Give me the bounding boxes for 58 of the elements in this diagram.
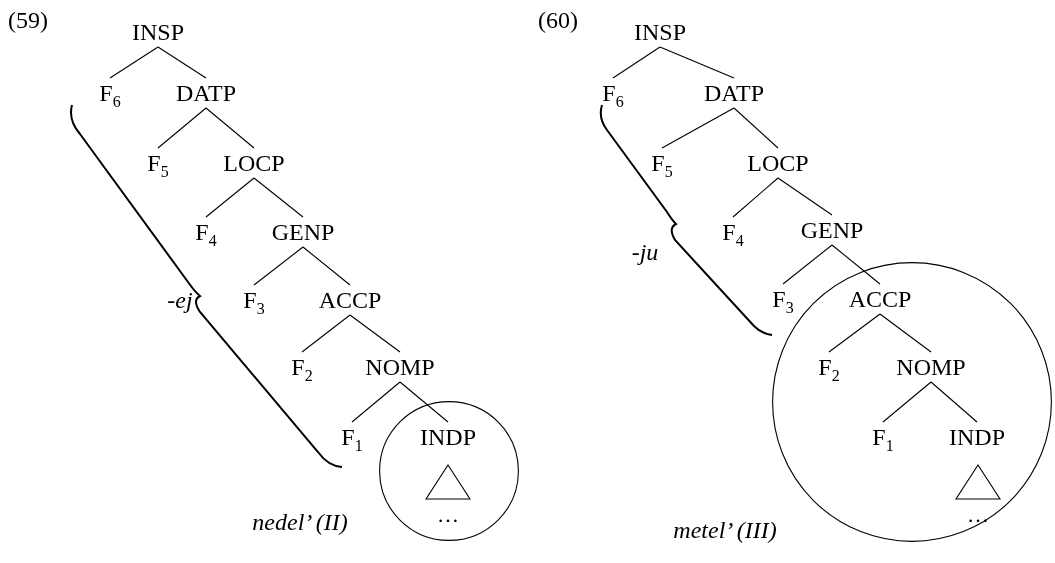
tree-node-label: F$_{5}$: [121, 148, 195, 178]
tree-branch-line: [399, 381, 449, 423]
tree-node-label: F$_{2}$: [265, 352, 339, 382]
tree-node-label: INSP: [623, 17, 697, 47]
ellipsis-text: …: [966, 504, 990, 526]
tree-node-label: F$_{3}$: [746, 284, 820, 314]
tree-branch-line: [109, 46, 159, 79]
tree-node-label: LOCP: [217, 148, 291, 178]
tree-branch-line: [661, 107, 735, 149]
tree-node-label: INSP: [121, 17, 195, 47]
tree-node-label: ACCP: [313, 285, 387, 315]
tree-node-label: F$_{1}$: [846, 422, 920, 452]
example-number: (59): [8, 8, 48, 32]
tree-branch-line: [157, 46, 207, 79]
tree-branch-line: [831, 244, 881, 285]
tree-node-label: F$_{3}$: [217, 285, 291, 315]
tree-node-label: F$_{4}$: [696, 217, 770, 247]
tree-branch-line: [302, 246, 351, 286]
tree-node-label: F$_{1}$: [315, 422, 389, 452]
tree-branch-line: [828, 313, 881, 353]
tree-node-label: F$_{5}$: [625, 148, 699, 178]
suffix-label: -ju: [631, 240, 659, 264]
tree-branch-line: [659, 46, 735, 79]
tree-branch-line: [253, 177, 304, 218]
tree-node-label: INDP: [940, 422, 1014, 452]
tree-node-label: DATP: [697, 78, 771, 108]
tree-node-label: F$_{4}$: [169, 217, 243, 247]
tree-branch-line: [157, 107, 207, 149]
suffix-label: -ej: [167, 288, 193, 312]
tree-branch-line: [349, 314, 401, 353]
tree-node-label: F$_{6}$: [576, 78, 650, 108]
tree-node-label: F$_{2}$: [792, 352, 866, 382]
tree-branch-line: [930, 381, 978, 423]
tree-node-label: ACCP: [843, 284, 917, 314]
tree-branch-line: [612, 46, 661, 79]
tree-branch-line: [782, 244, 833, 285]
tree-branch-line: [733, 107, 779, 149]
example-number: (60): [538, 8, 578, 32]
tree-branch-line: [732, 177, 779, 218]
tree-branch-line: [777, 177, 833, 216]
tree-branch-line: [301, 314, 351, 353]
tree-branch-line: [879, 313, 932, 353]
tree-branch-line: [351, 381, 401, 423]
tree-node-label: GENP: [795, 215, 869, 245]
tree-branch-line: [253, 246, 304, 286]
tree-node-label: F$_{6}$: [73, 78, 147, 108]
word-caption: nedel’ (II): [252, 510, 348, 534]
tree-branch-line: [205, 107, 255, 149]
tree-node-label: NOMP: [894, 352, 968, 382]
tree-branch-line: [205, 177, 255, 218]
word-caption: metel’ (III): [673, 518, 777, 542]
tree-node-label: GENP: [266, 217, 340, 247]
tree-branch-line: [882, 381, 932, 423]
tree-node-label: NOMP: [363, 352, 437, 382]
tree-node-label: DATP: [169, 78, 243, 108]
ellipsis-text: …: [436, 504, 460, 526]
tree-node-label: INDP: [411, 422, 485, 452]
tree-node-label: LOCP: [741, 148, 815, 178]
